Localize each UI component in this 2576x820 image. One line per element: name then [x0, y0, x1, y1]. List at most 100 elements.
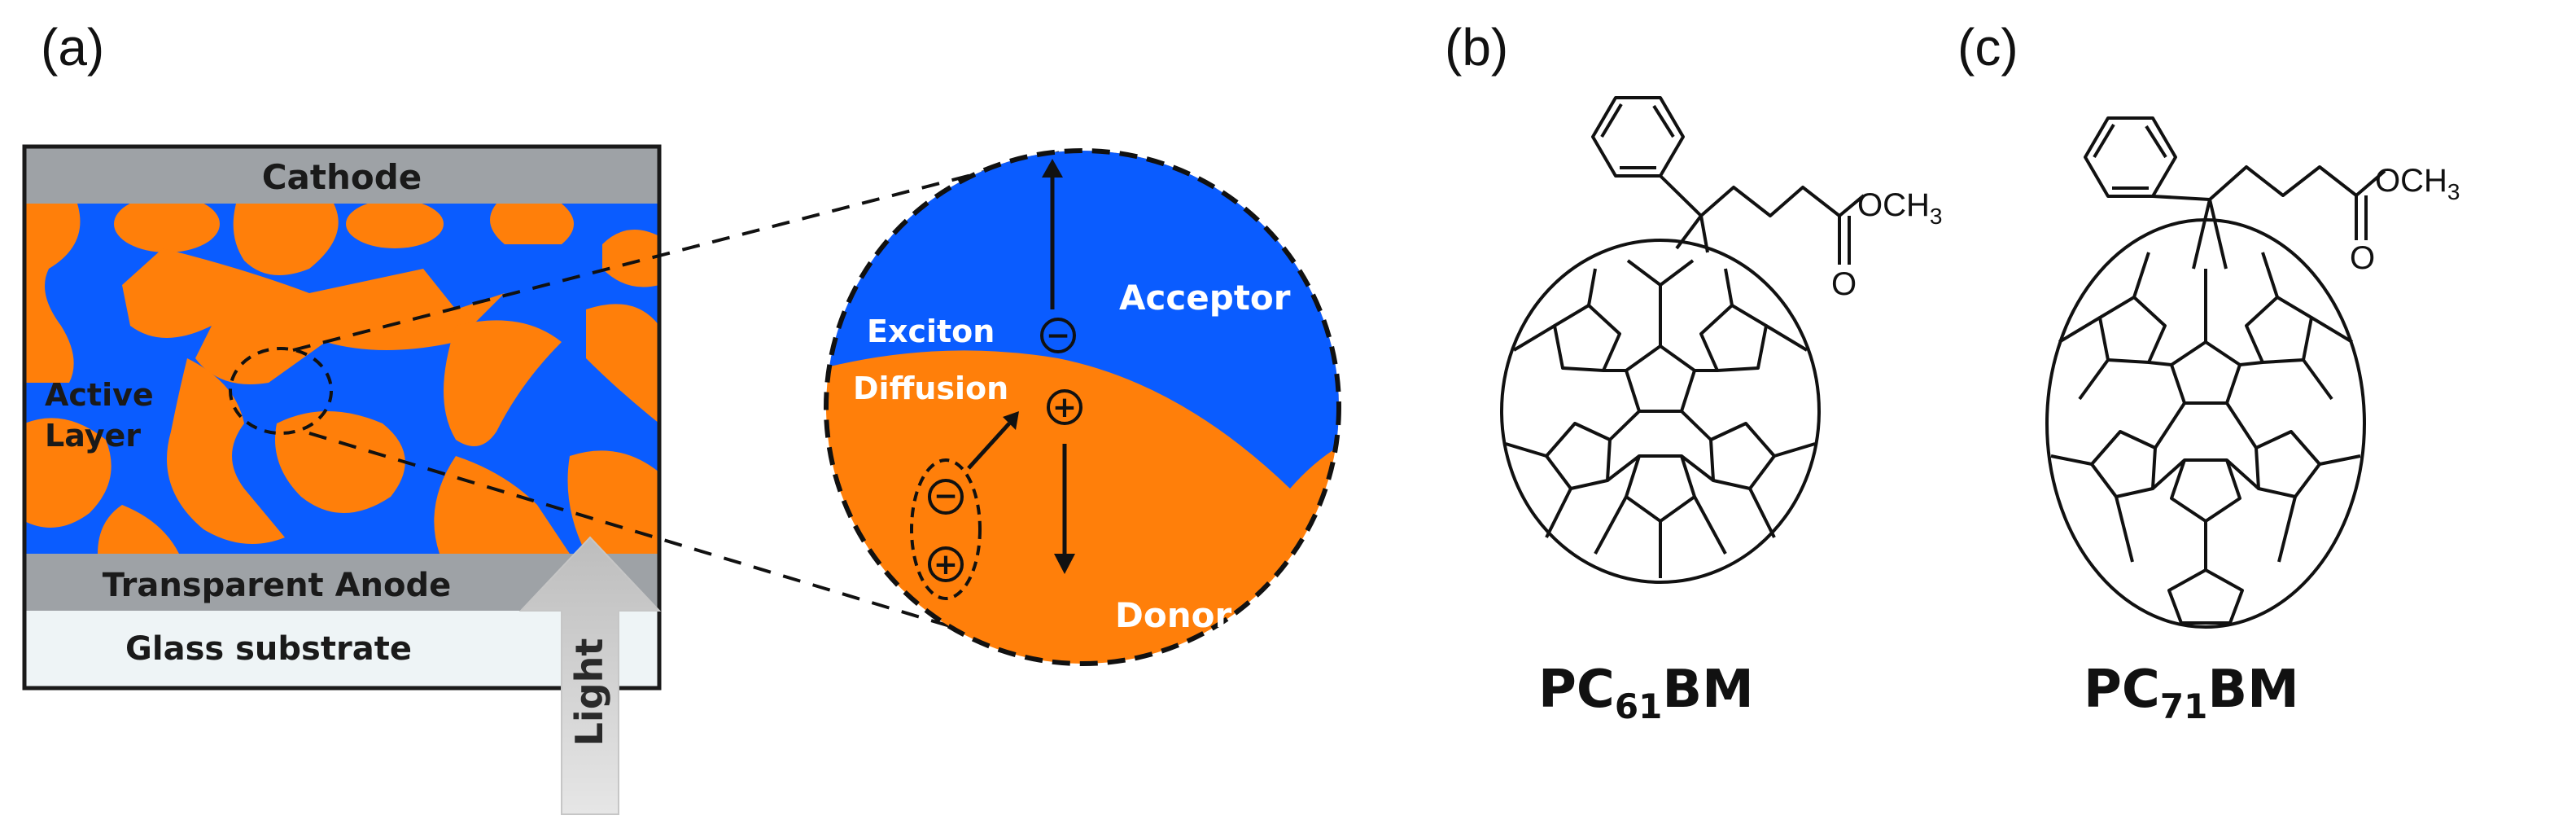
zoom-guide-bottom [308, 432, 1075, 665]
bond [2115, 496, 2134, 563]
fullerene-c70-cage [2045, 218, 2366, 629]
bond [1545, 488, 1572, 538]
zoom-guide-top [292, 149, 1067, 352]
arrowhead [1054, 554, 1075, 574]
bond [2050, 454, 2093, 466]
bond [1587, 268, 1597, 306]
active-layer-label-line1: Active [45, 377, 154, 413]
exciton-hole: + [928, 546, 964, 582]
side-chain [1699, 186, 1865, 217]
pc61bm-ester-group: OCH3 [1857, 187, 1942, 229]
bond [1765, 324, 1808, 352]
pc61bm-name: PC61BM [1538, 660, 1754, 726]
donor-domain [24, 418, 112, 528]
panel-label-a: (a) [41, 18, 104, 77]
donor-domain [444, 320, 562, 446]
donor-domain [346, 204, 444, 248]
donor-domain [167, 358, 285, 544]
hole-symbol: + [934, 548, 958, 581]
bond [2225, 458, 2260, 490]
bond [1773, 442, 1816, 458]
exciton-label-line2: Diffusion [853, 371, 1008, 406]
phenyl-ring [2084, 116, 2177, 198]
bond [2132, 252, 2150, 298]
cage-pentagon [2090, 430, 2157, 498]
bond [1512, 324, 1556, 352]
panel-label-c: (c) [1957, 18, 2018, 77]
active-layer-label-line2: Layer [45, 418, 141, 454]
light-label: Light [567, 638, 611, 747]
fullerene-c60-cage [1500, 239, 1821, 584]
pc71bm-name: PC71BM [2084, 660, 2299, 726]
donor-domain [122, 248, 505, 384]
anode-label: Transparent Anode [103, 567, 452, 604]
cage-pentagon [2167, 568, 2244, 625]
bond [1600, 103, 1623, 138]
exciton-pair-outline [910, 458, 982, 600]
exciton-diffusion-arrow [967, 422, 1011, 470]
interface-zoom: − + − + Acceptor Donor Exciton Diffusion [824, 148, 1341, 666]
cage-pentagon [2245, 296, 2313, 364]
donor-domain [567, 450, 659, 554]
separated-electron: − [1040, 318, 1076, 353]
bond [1505, 442, 1547, 458]
bond [2239, 361, 2263, 366]
bond [1659, 174, 1703, 217]
side-chain [2208, 165, 2386, 201]
hole-symbol: + [1052, 391, 1077, 424]
bond [2208, 199, 2228, 270]
bond [2151, 458, 2186, 490]
bond [1652, 104, 1675, 138]
pc71bm-carbonyl-oxygen: O [2350, 240, 2375, 276]
bond [2310, 316, 2354, 344]
cage-pentagon [2098, 296, 2167, 364]
substrate-label: Glass substrate [125, 630, 412, 668]
bond [2261, 252, 2279, 298]
exciton-electron: − [928, 479, 964, 515]
bond [2225, 401, 2258, 449]
electron-symbol: − [934, 480, 958, 513]
arrowhead [1042, 159, 1063, 178]
bond [1608, 410, 1641, 441]
cathode-layer [24, 147, 659, 204]
bond [1724, 268, 1734, 306]
bond [2302, 358, 2333, 401]
cage-pentagon [1625, 454, 1696, 523]
pc61bm-carbonyl-oxygen: O [1831, 266, 1857, 302]
cage-pentagon [1699, 304, 1768, 372]
bond [2277, 496, 2297, 563]
cathode-label: Cathode [262, 157, 422, 197]
bond [1748, 488, 1776, 538]
bond [1693, 496, 1727, 555]
bond [1594, 496, 1628, 555]
cage-pentagon [1545, 422, 1612, 490]
donor-domain [24, 204, 81, 383]
device-border [22, 144, 662, 691]
phenyl-ring [1591, 96, 1685, 178]
bond [2078, 358, 2110, 401]
bond [2148, 361, 2172, 366]
bond [1659, 259, 1695, 287]
bond [2152, 195, 2211, 201]
acceptor-label: Acceptor [1119, 278, 1291, 318]
bond [1606, 454, 1641, 482]
exciton-label-line1: Exciton [867, 314, 995, 349]
pc61bm-structure [1500, 96, 1865, 584]
pc71bm-structure [2045, 116, 2386, 629]
donor-domain [114, 204, 220, 252]
donor-domain [490, 204, 574, 244]
pc71bm-ester-group: OCH3 [2375, 163, 2460, 204]
bond [2154, 401, 2186, 449]
cage-pentagon [1625, 344, 1696, 413]
cage-pentagon [2170, 340, 2241, 405]
bond [2093, 123, 2115, 159]
bond [2319, 454, 2361, 466]
donor-domain [602, 230, 659, 287]
device-stack: Cathode Active Layer Transparent Anode [22, 144, 662, 691]
light-arrow: Light [518, 536, 662, 815]
cage-pentagon [2170, 458, 2241, 523]
bond [2192, 199, 2211, 270]
bond [1626, 259, 1662, 346]
donor-domain [233, 204, 339, 275]
